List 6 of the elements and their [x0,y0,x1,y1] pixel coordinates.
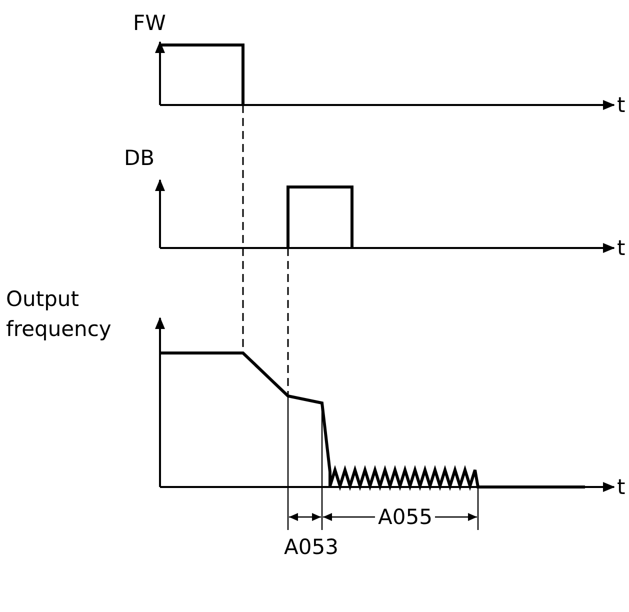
axis-label: t [617,92,626,118]
signal-label: DB [124,145,155,171]
axis-label: t [617,235,626,261]
signal-label: Output frequency [6,286,112,343]
axis-label: t [617,474,626,500]
signal-label: FW [133,10,166,36]
